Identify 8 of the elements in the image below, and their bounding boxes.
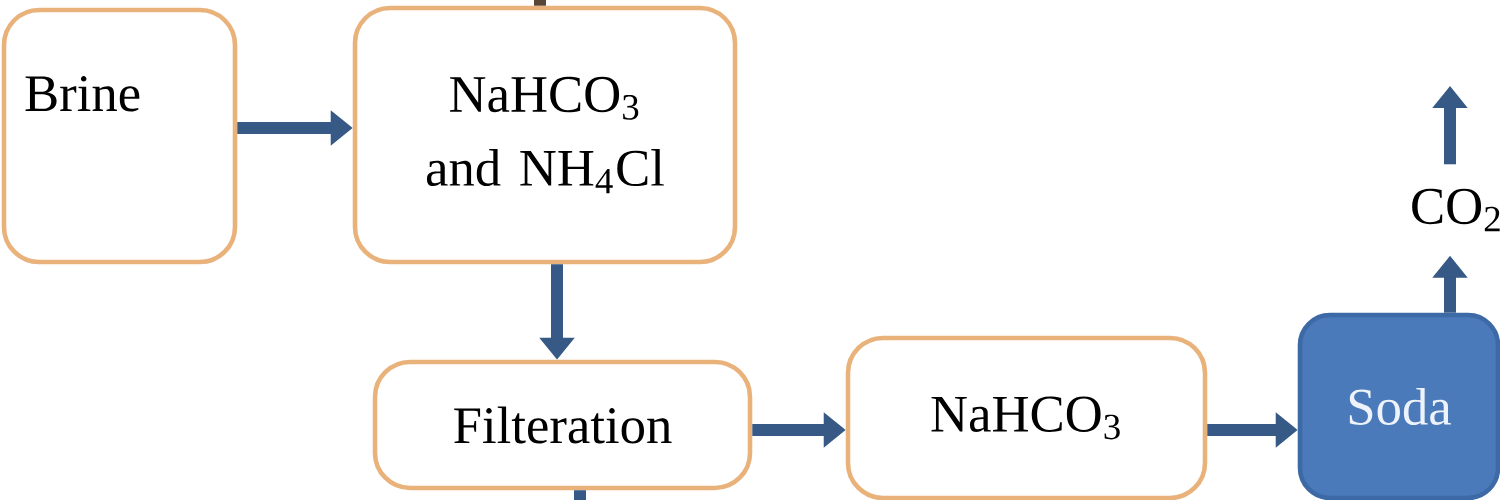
- process-box: NaHCO$_{3}$ and NH$_{4}$Cl: [352, 5, 738, 265]
- connector-line: [574, 490, 586, 500]
- output-label: CO$_{2}$: [1412, 188, 1500, 232]
- product-box: Soda: [1297, 312, 1500, 500]
- connector-line: [534, 0, 546, 6]
- process-box: Filteration: [372, 359, 753, 491]
- process-box: Brine: [1, 7, 238, 265]
- process-box: NaHCO$_{3}$: [845, 335, 1208, 500]
